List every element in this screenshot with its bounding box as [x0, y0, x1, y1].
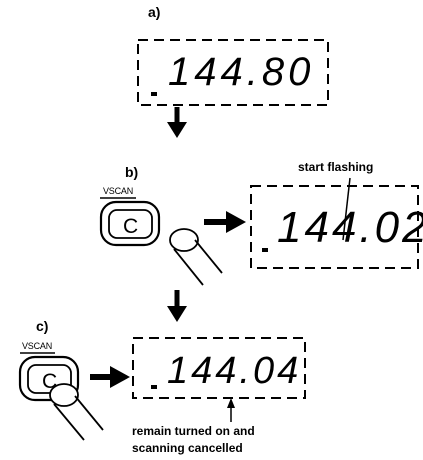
flashing-pointer	[342, 177, 351, 241]
down-arrow-2	[167, 290, 187, 322]
pressing-finger-c	[49, 383, 104, 441]
right-arrow-c	[90, 366, 130, 388]
display-c-value: 144.04	[167, 350, 301, 392]
display-c-indicator	[151, 385, 157, 389]
display-a-indicator	[151, 92, 157, 96]
vscan-caption-b: VSCAN	[103, 186, 134, 196]
start-flashing-note: start flashing	[298, 160, 374, 174]
remain-on-note-line2: scanning cancelled	[132, 441, 243, 455]
vscan-caption-c: VSCAN	[22, 341, 53, 351]
vscan-button-b: C	[99, 197, 161, 247]
right-arrow-b	[204, 211, 246, 233]
down-arrow-1	[167, 107, 187, 138]
display-b-indicator	[262, 248, 268, 252]
step-a-label: a)	[148, 4, 161, 20]
step-b-label: b)	[125, 164, 139, 180]
display-b-value: 144.02	[277, 203, 423, 252]
pressing-finger-b	[169, 228, 223, 286]
remain-on-pointer	[227, 398, 235, 422]
button-b-key: C	[123, 215, 138, 238]
remain-on-note-line1: remain turned on and	[132, 424, 255, 438]
step-c-label: c)	[36, 318, 49, 334]
display-c-frame	[132, 337, 306, 399]
display-a-value: 144.80	[168, 50, 314, 94]
display-b-frame	[250, 185, 419, 269]
